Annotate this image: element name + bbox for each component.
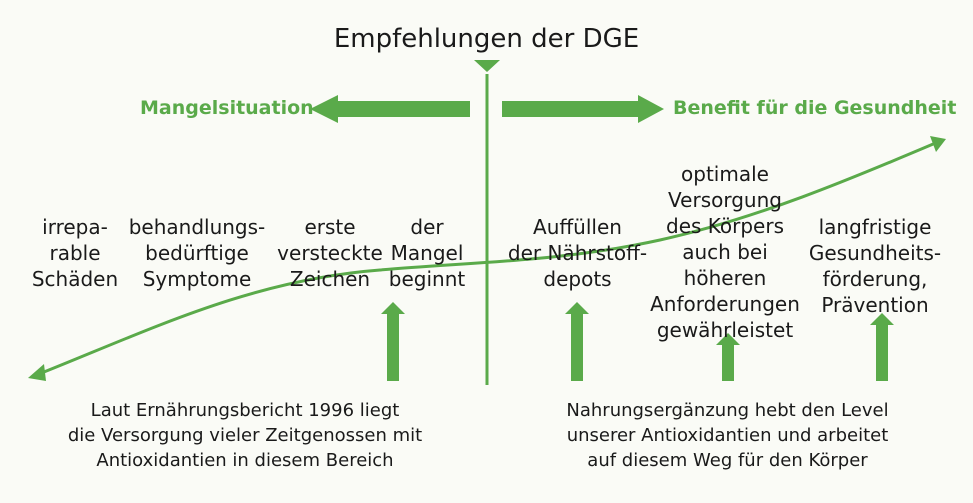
supply-level-curve	[33, 140, 939, 378]
text-line: Versorgung	[668, 188, 782, 212]
text-line: Laut Ernährungsbericht 1996 liegt	[90, 400, 400, 421]
text-line: Anforderungen	[650, 292, 800, 316]
text-line: der	[410, 215, 444, 239]
text-line: des Körpers	[666, 214, 784, 238]
text-line: Antioxidantien in diesem Bereich	[96, 450, 394, 471]
text-line: Symptome	[142, 267, 252, 291]
text-line: Mangel	[390, 241, 464, 265]
text-line: rable	[49, 241, 101, 265]
up-arrow-4	[870, 313, 894, 381]
text-line: behandlungs-	[128, 215, 266, 239]
text-line: optimale	[681, 162, 769, 186]
right-direction-arrow	[502, 95, 664, 123]
up-arrow-1	[381, 302, 405, 381]
text-line: Zeichen	[289, 267, 371, 291]
text-line: höheren	[683, 266, 767, 290]
note-nutrition-report: Laut Ernährungsbericht 1996 liegt die Ver…	[60, 398, 430, 473]
text-line: langfristige	[818, 215, 932, 239]
text-line: Prävention	[821, 293, 929, 317]
text-line: bedürftige	[145, 241, 249, 265]
text-line: Nahrungsergänzung hebt den Level	[566, 400, 889, 421]
text-line: beginnt	[388, 267, 466, 291]
text-line: auf diesem Weg für den Körper	[587, 450, 868, 471]
up-arrow-2	[565, 302, 589, 381]
text-line: Auffüllen	[533, 215, 622, 239]
text-line: Schäden	[31, 267, 119, 291]
curve-left-arrowhead	[28, 364, 46, 381]
text-line: die Versorgung vieler Zeitgenossen mit	[67, 425, 423, 446]
left-label-mangelsituation: Mangelsituation	[140, 97, 314, 119]
text-line: gewährleistet	[656, 318, 794, 342]
text-line: Gesundheits-	[808, 241, 942, 265]
text-line: unserer Antioxidantien und arbeitet	[566, 425, 889, 446]
up-arrow-3	[716, 333, 740, 381]
curve-right-arrowhead	[930, 136, 946, 152]
text-line: der Nährstoff-	[507, 241, 648, 265]
right-label-benefit: Benefit für die Gesundheit	[673, 97, 957, 119]
text-line: förderung,	[822, 267, 928, 291]
left-direction-arrow	[310, 95, 470, 123]
text-line: irrepa-	[42, 215, 108, 239]
center-marker-triangle	[474, 60, 500, 72]
text-line: depots	[543, 267, 612, 291]
text-line: versteckte	[277, 241, 383, 265]
text-line: auch bei	[682, 240, 768, 264]
diagram-title: Empfehlungen der DGE	[333, 24, 640, 54]
text-line: erste	[304, 215, 356, 239]
note-supplement: Nahrungsergänzung hebt den Level unserer …	[535, 398, 920, 473]
